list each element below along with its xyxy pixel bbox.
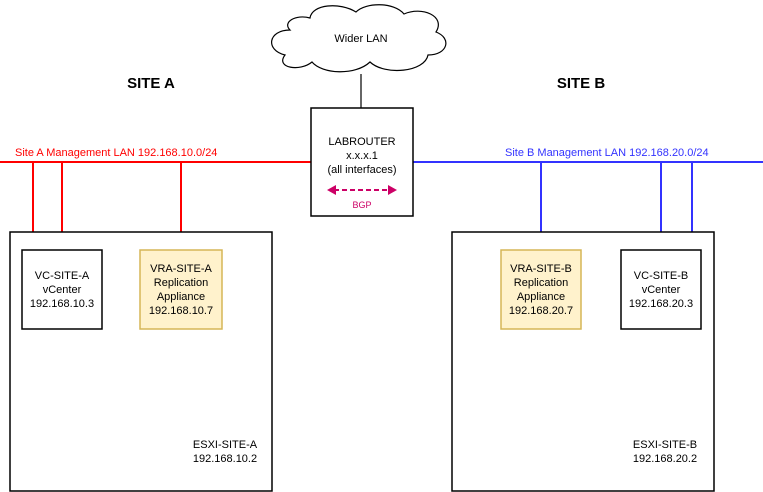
esxi-a-ip: 192.168.10.2 xyxy=(193,453,257,465)
vra-a-line2: Replication xyxy=(154,277,208,289)
vra-b-line2: Replication xyxy=(514,277,568,289)
site-b-title: SITE B xyxy=(557,75,606,92)
vra-b-line4: 192.168.20.7 xyxy=(509,305,573,317)
cloud-label: Wider LAN xyxy=(334,33,387,45)
vc-b-line1: VC-SITE-B xyxy=(634,270,688,282)
vra-b-line3: Appliance xyxy=(517,291,565,303)
bgp-arrow-right-icon xyxy=(388,185,397,195)
vcenter-site-a: VC-SITE-A vCenter 192.168.10.3 xyxy=(21,249,103,330)
vra-a-line1: VRA-SITE-A xyxy=(150,263,212,275)
wider-lan-cloud: Wider LAN xyxy=(271,4,447,73)
router-ip: x.x.x.1 xyxy=(346,150,378,162)
vra-site-a: VRA-SITE-A Replication Appliance 192.168… xyxy=(139,249,223,330)
esxi-b-name: ESXI-SITE-B xyxy=(633,439,697,451)
labrouter: LABROUTER x.x.x.1 (all interfaces) BGP xyxy=(310,107,414,217)
router-name: LABROUTER xyxy=(328,136,395,148)
site-b-lan-label: Site B Management LAN 192.168.20.0/24 xyxy=(505,147,709,159)
vra-a-line4: 192.168.10.7 xyxy=(149,305,213,317)
bgp-arrow-left-icon xyxy=(327,185,336,195)
vc-a-line3: 192.168.10.3 xyxy=(30,298,94,310)
bgp-label: BGP xyxy=(352,200,371,210)
esxi-b-ip: 192.168.20.2 xyxy=(633,453,697,465)
vc-a-line1: VC-SITE-A xyxy=(35,270,90,282)
site-a-title: SITE A xyxy=(127,75,175,92)
vc-b-line3: 192.168.20.3 xyxy=(629,298,693,310)
site-a-lan-label: Site A Management LAN 192.168.10.0/24 xyxy=(15,147,217,159)
vra-a-line3: Appliance xyxy=(157,291,205,303)
vra-site-b: VRA-SITE-B Replication Appliance 192.168… xyxy=(500,249,582,330)
vc-b-line2: vCenter xyxy=(642,284,681,296)
vc-a-line2: vCenter xyxy=(43,284,82,296)
vcenter-site-b: VC-SITE-B vCenter 192.168.20.3 xyxy=(620,249,702,330)
esxi-a-name: ESXI-SITE-A xyxy=(193,439,258,451)
vra-b-line1: VRA-SITE-B xyxy=(510,263,572,275)
router-interfaces: (all interfaces) xyxy=(327,164,396,176)
